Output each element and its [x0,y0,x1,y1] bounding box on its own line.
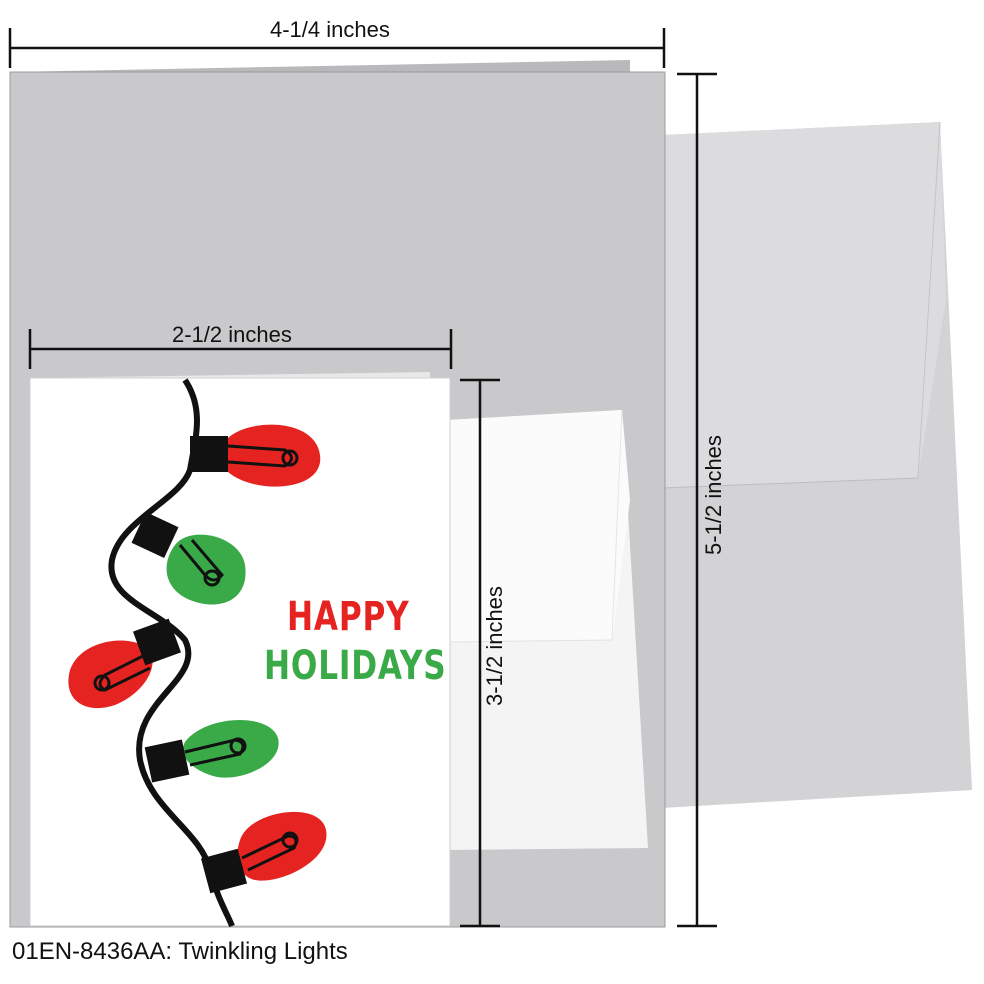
large-envelope [661,121,972,808]
greeting-line-2: HOLIDAYS [264,643,447,689]
dimension-large-height-line [677,72,717,928]
bulb-green-2 [144,720,279,783]
product-sku: 01EN-8436AA: [12,938,173,965]
greeting-line-1: HAPPY [287,594,410,640]
large-width-label: 4-1/4 inches [270,17,390,42]
bulb-red-3 [200,811,327,894]
product-title: Twinkling Lights [178,938,348,965]
bulb-red-2 [68,618,182,709]
large-height-label: 5-1/2 inches [701,435,726,555]
dimension-small-height-line [460,378,500,928]
lights-string [108,378,235,928]
small-width-label: 2-1/2 inches [172,322,292,347]
bulb-red-1 [190,424,321,487]
small-height-label: 3-1/2 inches [482,586,507,706]
product-caption: 01EN-8436AA: Twinkling Lights [12,938,348,966]
dimension-small-width-line [28,329,453,369]
dimension-large-width-line [8,28,666,68]
bulb-green-1 [131,511,246,605]
small-envelope [447,409,648,850]
